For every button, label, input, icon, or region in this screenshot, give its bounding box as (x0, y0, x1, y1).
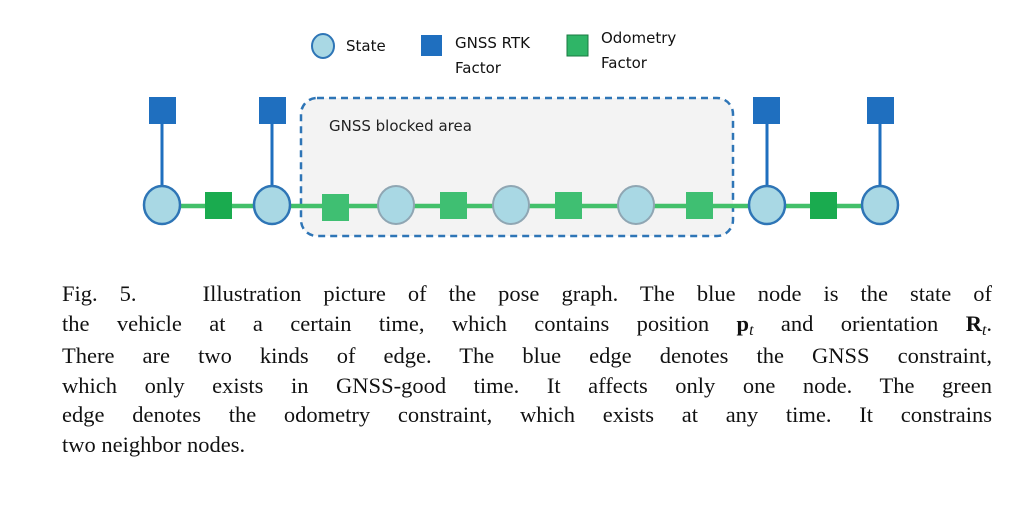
caption-line-4: which only exists in GNSS-good time. It … (62, 372, 992, 398)
gnss-factor-4 (867, 97, 894, 124)
legend-gnss-label-line1: GNSS RTK (455, 34, 531, 52)
state-nodes (142, 184, 900, 226)
caption-line-3: There are two kinds of edge. The blue ed… (62, 343, 992, 368)
odometry-factor-5 (686, 192, 713, 219)
legend-state-icon (311, 33, 335, 59)
legend-gnss-factor-icon (421, 35, 442, 56)
state-node-1 (142, 184, 182, 226)
caption-line2b-text: and orientation (780, 310, 939, 336)
pose-graph-figure: State GNSS RTK Factor Odometry Factor GN… (142, 29, 900, 238)
legend-odometry-factor-icon (566, 34, 589, 57)
position-subscript: t (749, 321, 754, 339)
caption-line2c-text: . (986, 310, 993, 336)
odometry-factor-6 (810, 192, 837, 219)
legend-odometry-label-line1: Odometry (601, 29, 676, 47)
caption-line-1: Fig. 5. Illustration picture of the pose… (62, 279, 992, 309)
legend: State GNSS RTK Factor Odometry Factor (311, 29, 676, 77)
gnss-factor-2 (259, 97, 286, 124)
odometry-factor-2 (322, 194, 349, 221)
state-node-5 (617, 185, 655, 225)
caption-line-6: two neighbor nodes. (62, 431, 246, 457)
figure-caption: Fig. 5. Illustration picture of the pose… (62, 279, 992, 459)
position-symbol: p (736, 310, 750, 336)
caption-prefix: Fig. 5. (62, 281, 137, 306)
caption-line-5: edge denotes the odometry constraint, wh… (62, 402, 992, 427)
legend-gnss-label-line2: Factor (455, 59, 502, 77)
state-node-6 (747, 184, 787, 226)
caption-line1-text: Illustration picture of the pose graph. … (202, 281, 993, 306)
caption-line2a-text: the vehicle at a certain time, which con… (62, 310, 710, 336)
odometry-factor-3 (440, 192, 467, 219)
gnss-factors (149, 97, 894, 124)
odometry-factor-1 (205, 192, 232, 219)
state-node-4 (492, 185, 530, 225)
caption-line-2: the vehicle at a certain time, which con… (62, 309, 992, 342)
rotation-subscript: t (981, 321, 987, 339)
legend-state-label: State (346, 37, 386, 55)
rotation-symbol: R (965, 310, 982, 336)
odometry-factors (205, 192, 837, 221)
gnss-factor-1 (149, 97, 176, 124)
gnss-edges (160, 112, 882, 190)
state-node-7 (860, 184, 900, 226)
state-node-3 (377, 185, 415, 225)
odometry-factor-4 (555, 192, 582, 219)
gnss-factor-3 (753, 97, 780, 124)
legend-odometry-label-line2: Factor (601, 54, 648, 72)
state-node-2 (252, 184, 292, 226)
gnss-blocked-area-label: GNSS blocked area (329, 117, 472, 135)
